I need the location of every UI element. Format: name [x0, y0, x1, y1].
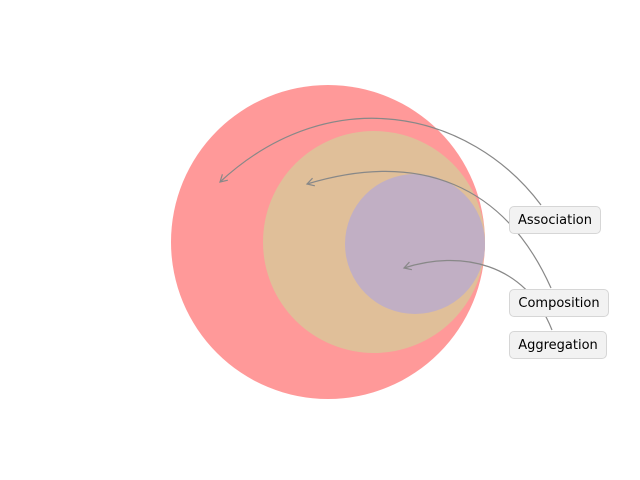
composition-label: Composition: [509, 289, 609, 317]
composition-connector: [305, 170, 552, 289]
aggregation-label: Aggregation: [509, 331, 607, 359]
association-label: Association: [509, 206, 601, 234]
aggregation-circle: [345, 174, 485, 314]
association-connector: [219, 117, 542, 206]
